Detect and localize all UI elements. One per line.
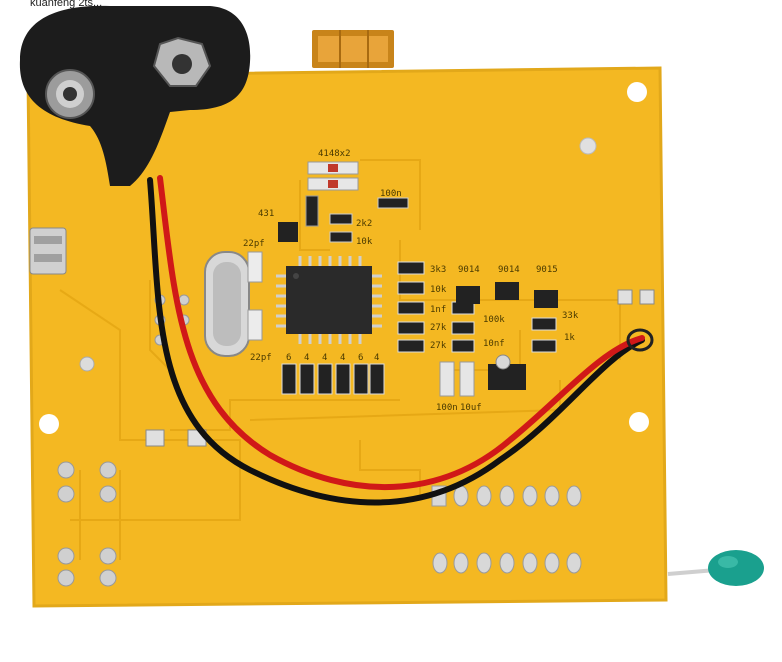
bank-label: 6 <box>358 353 363 363</box>
label-res-1k: 1k <box>564 333 575 343</box>
bank-label: 4 <box>304 353 309 363</box>
label-res-27k-a: 27k <box>430 323 447 333</box>
label-diode: 4148x2 <box>318 149 351 159</box>
silkscreen-labels: 4148x2 100n 2k2 10k 431 22pf 22pf 3k3 10… <box>243 149 579 413</box>
label-cap-22pf-bottom: 22pf <box>250 353 272 363</box>
label-cap-100n-top: 100n <box>380 189 402 199</box>
mount-hole <box>629 412 649 432</box>
transistors <box>456 282 558 390</box>
label-cap-10uf: 10uf <box>460 403 482 413</box>
label-tr-9014-a: 9014 <box>458 265 480 275</box>
label-cap-1nf: 1nf <box>430 305 446 315</box>
label-cap-22pf-top: 22pf <box>243 239 265 249</box>
mcu-chip <box>276 256 382 344</box>
label-tr-9015: 9015 <box>536 265 558 275</box>
header-pads <box>431 485 582 574</box>
label-res-3k3: 3k3 <box>430 265 446 275</box>
label-ic-431: 431 <box>258 209 274 219</box>
label-res-10k-top: 10k <box>356 237 373 247</box>
ribbon-connector <box>312 30 394 68</box>
bank-label: 4 <box>322 353 327 363</box>
bottom-caps <box>439 354 511 397</box>
bank-label: 4 <box>374 353 379 363</box>
label-tr-9014-b: 9014 <box>498 265 520 275</box>
edge-pads <box>145 289 655 447</box>
crystal-oscillator <box>204 251 250 357</box>
smd-resistor-columns <box>397 261 557 353</box>
battery-snap-icon <box>19 5 251 186</box>
label-res-33k: 33k <box>562 311 579 321</box>
via-pad <box>579 137 597 155</box>
label-res-27k-b: 27k <box>430 341 447 351</box>
label-res-10k-mid: 10k <box>430 285 447 295</box>
label-cap-100n-bottom: 100n <box>436 403 458 413</box>
smd-top-cluster <box>247 161 409 341</box>
top-caption: kuanfeng 2ts... <box>30 0 102 9</box>
mount-hole <box>627 82 647 102</box>
bank-label: 6 <box>286 353 291 363</box>
bank-label: 4 <box>340 353 345 363</box>
label-res-100k: 100k <box>483 315 505 325</box>
side-connector <box>29 227 67 275</box>
label-cap-10nf: 10nf <box>483 339 505 349</box>
mount-hole <box>39 414 59 434</box>
label-res-2k2: 2k2 <box>356 219 372 229</box>
via-pad <box>79 356 95 372</box>
resistor-bank <box>281 363 385 395</box>
wire-ring <box>626 328 654 352</box>
battery-wires <box>147 175 645 506</box>
probe-icon <box>667 550 764 586</box>
pcb-board <box>26 66 668 608</box>
